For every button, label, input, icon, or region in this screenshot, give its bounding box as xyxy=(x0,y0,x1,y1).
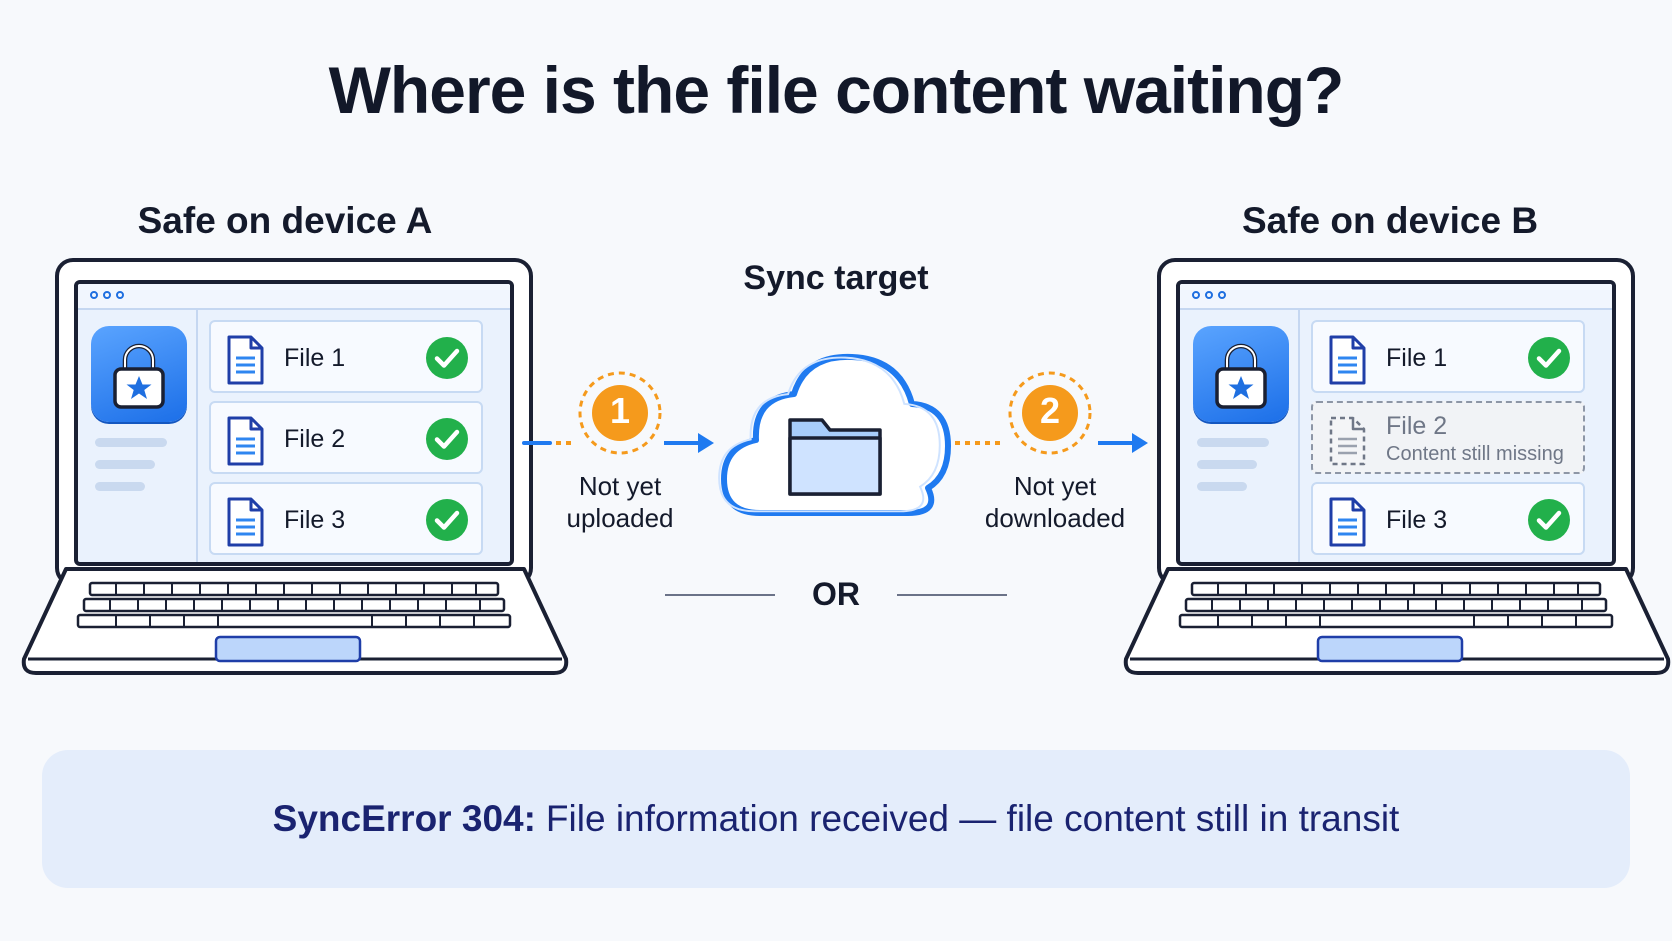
step-2-caption-line1: Not yet xyxy=(1013,471,1097,501)
laptop-keyboard-base xyxy=(1123,567,1671,675)
trackpad xyxy=(214,635,362,663)
step-2-caption: Not yet downloaded xyxy=(955,470,1155,534)
window-title-bar xyxy=(78,284,510,310)
file-card-1[interactable]: File 1 xyxy=(1311,320,1585,393)
file-card-3[interactable]: File 3 xyxy=(1311,482,1585,555)
check-circle-icon xyxy=(426,418,468,460)
file-name: File 1 xyxy=(284,344,346,372)
document-icon xyxy=(1329,497,1366,547)
device-a-label: Safe on device A xyxy=(137,200,433,241)
laptop-device-a: File 1 File 2 xyxy=(20,258,570,678)
or-divider-line xyxy=(897,594,1007,596)
document-icon xyxy=(1329,335,1366,385)
step-2-caption-line2: downloaded xyxy=(984,503,1126,533)
laptop-keyboard-base xyxy=(21,567,569,675)
window-dot-icon xyxy=(116,291,124,299)
document-icon xyxy=(227,416,264,466)
file-name: File 3 xyxy=(1386,506,1448,534)
step-1-number: 1 xyxy=(609,390,631,431)
file-card-1[interactable]: File 1 xyxy=(209,320,483,393)
download-arrow-icon xyxy=(955,433,1148,453)
file-card-2-missing[interactable]: File 2 Content still missing xyxy=(1311,401,1585,474)
document-icon xyxy=(227,497,264,547)
device-b-label: Safe on device B xyxy=(1241,200,1539,241)
laptop-lid: File 1 File 2 xyxy=(55,258,533,586)
step-1-caption-line1: Not yet xyxy=(578,471,662,501)
laptop-device-b: File 1 File 2 Content still missing xyxy=(1122,258,1672,678)
step-1-badge xyxy=(578,371,662,455)
sidebar-placeholder-line xyxy=(1197,438,1269,447)
page-title: Where is the file content waiting? xyxy=(328,53,1345,127)
app-sidebar xyxy=(1180,310,1300,562)
file-card-2[interactable]: File 2 xyxy=(209,401,483,474)
laptop-screen: File 1 File 2 Content still missing xyxy=(1176,280,1616,566)
window-dot-icon xyxy=(1218,291,1226,299)
window-dot-icon xyxy=(1205,291,1213,299)
step-2-badge xyxy=(1008,371,1092,455)
window-dot-icon xyxy=(103,291,111,299)
missing-content-note: Content still missing xyxy=(1386,443,1564,465)
check-circle-icon xyxy=(1528,337,1570,379)
error-code: SyncError 304: xyxy=(272,798,536,839)
dashed-document-icon xyxy=(1329,416,1366,466)
sidebar-placeholder-line xyxy=(95,482,145,491)
error-message: File information received — file content… xyxy=(545,798,1400,839)
file-name: File 3 xyxy=(284,506,346,534)
step-1-caption: Not yet uploaded xyxy=(530,470,710,534)
window-dot-icon xyxy=(1192,291,1200,299)
laptop-screen: File 1 File 2 xyxy=(74,280,514,566)
check-circle-icon xyxy=(426,499,468,541)
window-dot-icon xyxy=(90,291,98,299)
file-name: File 2 xyxy=(284,425,346,453)
cloud-folder-icon xyxy=(718,353,951,516)
sidebar-placeholder-line xyxy=(1197,460,1257,469)
or-label: OR xyxy=(812,576,860,612)
check-circle-icon xyxy=(1528,499,1570,541)
keyboard-keys xyxy=(76,581,512,629)
document-icon xyxy=(227,335,264,385)
error-banner: SyncError 304: File information received… xyxy=(42,750,1630,888)
step-2-number: 2 xyxy=(1039,390,1061,431)
sidebar-placeholder-line xyxy=(95,460,155,469)
app-sidebar xyxy=(78,310,198,562)
sync-target-label: Sync target xyxy=(743,259,929,297)
sidebar-placeholder-line xyxy=(95,438,167,447)
sidebar-placeholder-line xyxy=(1197,482,1247,491)
laptop-lid: File 1 File 2 Content still missing xyxy=(1157,258,1635,586)
file-name: File 2 xyxy=(1386,412,1448,440)
padlock-star-icon xyxy=(91,326,187,422)
step-1-caption-line2: uploaded xyxy=(566,503,674,533)
file-name: File 1 xyxy=(1386,344,1448,372)
check-circle-icon xyxy=(426,337,468,379)
padlock-star-icon xyxy=(1193,326,1289,422)
upload-arrow-icon xyxy=(522,433,714,453)
or-divider-line xyxy=(665,594,775,596)
window-title-bar xyxy=(1180,284,1612,310)
file-card-3[interactable]: File 3 xyxy=(209,482,483,555)
